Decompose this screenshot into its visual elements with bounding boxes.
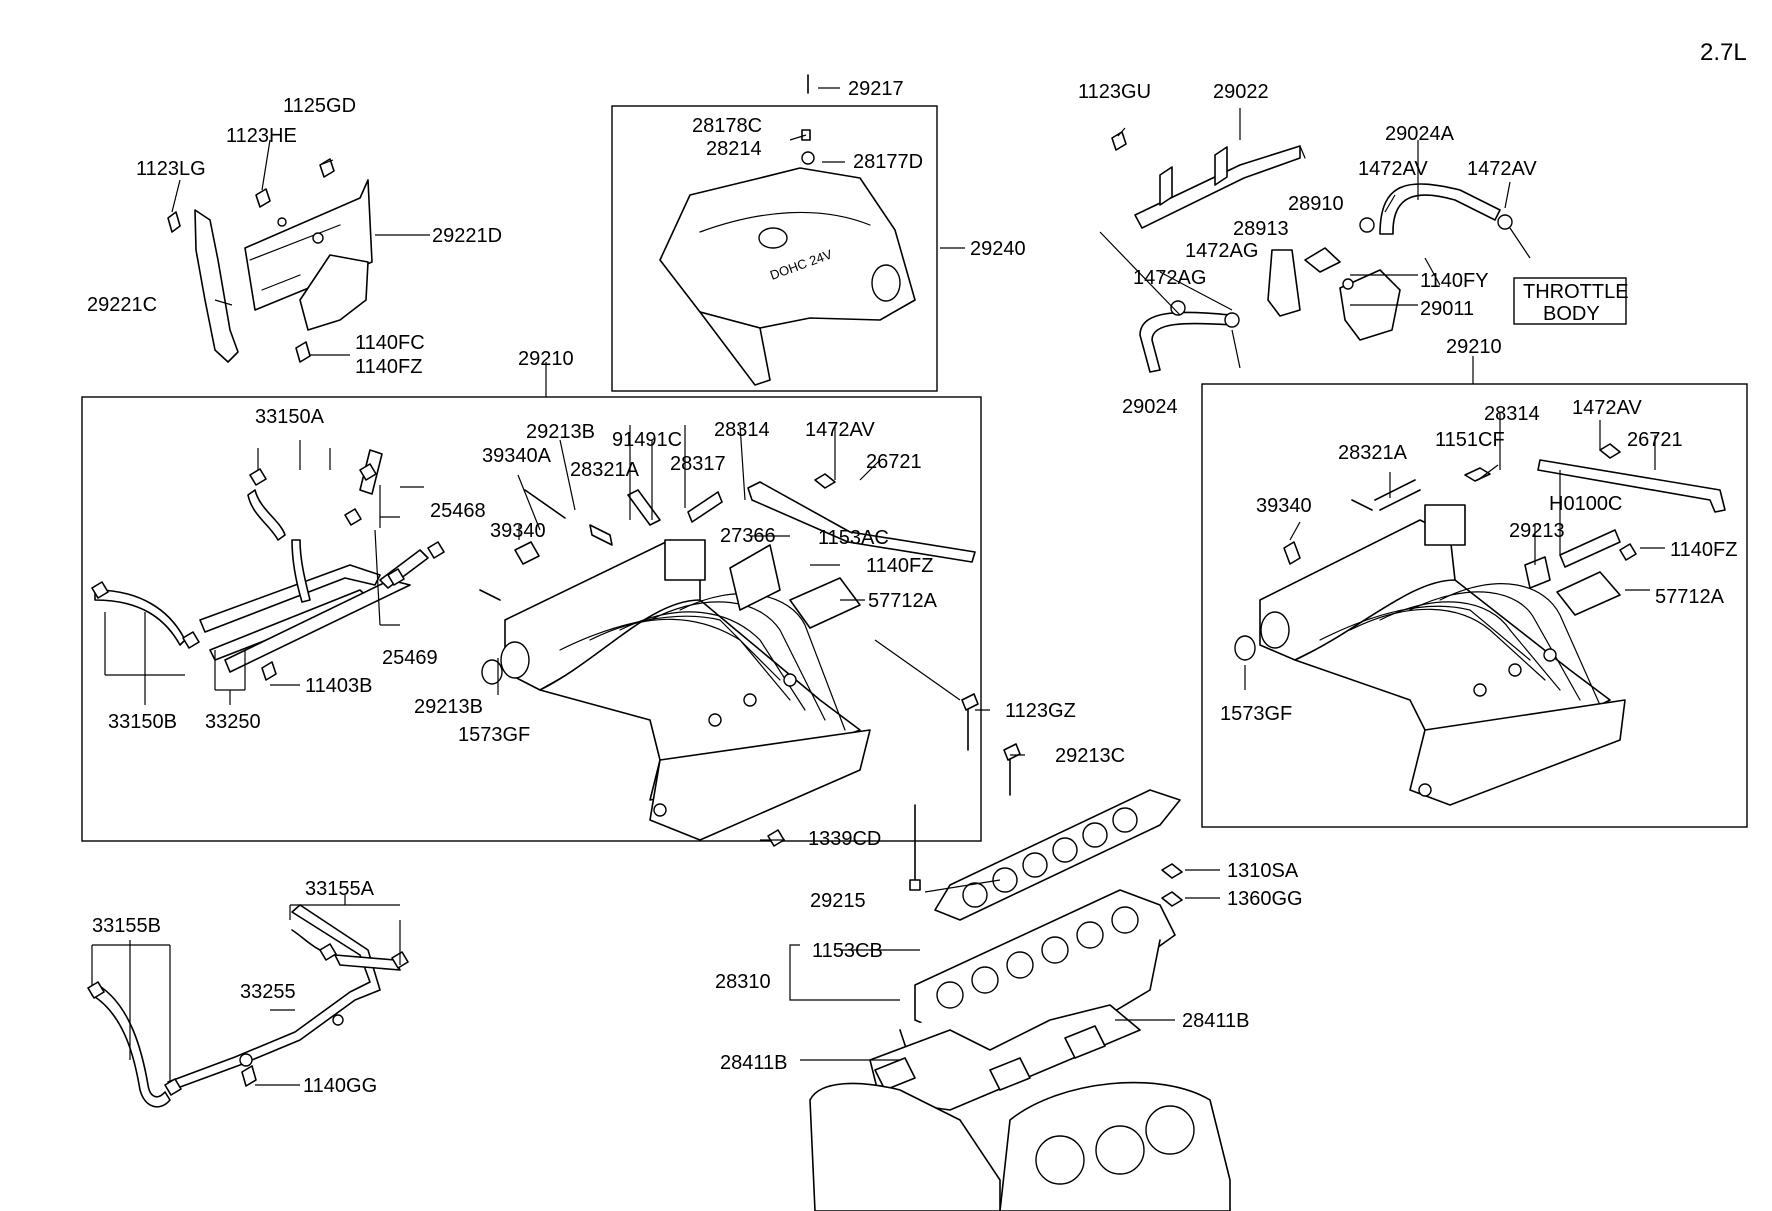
part-label: 1472AV xyxy=(1467,158,1537,180)
part-label: 28314 xyxy=(714,419,770,441)
part-label: 91491C xyxy=(612,429,682,451)
part-label: 29213B xyxy=(526,421,595,443)
throttle-body-line2: BODY xyxy=(1543,303,1600,325)
part-label: 29215 xyxy=(810,890,866,912)
part-label: 39340 xyxy=(490,520,546,542)
engine-cover-box xyxy=(611,105,938,392)
part-label: 57712A xyxy=(868,590,938,612)
part-label: 1472AV xyxy=(805,419,875,441)
part-label: 29024A xyxy=(1385,123,1455,145)
part-label: 1472AG xyxy=(1185,240,1258,262)
part-label: 57712A xyxy=(1655,586,1725,608)
box-label-engine-cover: 29240 xyxy=(970,238,1026,260)
part-label: 1140FY xyxy=(1420,270,1489,292)
part-label: 33150B xyxy=(108,711,177,733)
part-label: 27366 xyxy=(720,525,776,547)
lower-manifold-assembly xyxy=(809,789,1231,1211)
engine-size-label: 2.7L xyxy=(1700,39,1747,66)
part-label: 28314 xyxy=(1484,403,1540,425)
part-label: 29213 xyxy=(1509,520,1565,542)
part-label: 1140FZ xyxy=(1670,539,1737,561)
part-label: 1151CF xyxy=(1435,429,1505,451)
part-label: 33255 xyxy=(240,981,296,1003)
part-label: 28913 xyxy=(1233,218,1289,240)
part-label: 1140GG xyxy=(303,1075,377,1097)
part-label: 28310 xyxy=(715,971,771,993)
part-label: 26721 xyxy=(1627,429,1683,451)
part-label: 28321A xyxy=(1338,442,1408,464)
part-label: 1472AV xyxy=(1572,397,1642,419)
part-label: 1339CD xyxy=(808,828,881,850)
part-label: 29213B xyxy=(414,696,483,718)
part-label: 1153AC xyxy=(818,527,889,549)
part-label: 1310SA xyxy=(1227,860,1299,882)
part-label: 1123GZ xyxy=(1005,700,1076,722)
part-label: 28411B xyxy=(1182,1010,1249,1032)
part-label: 39340A xyxy=(482,445,552,467)
part-label: 26721 xyxy=(866,451,922,473)
part-label: 33155A xyxy=(305,878,375,900)
part-label: 28411B xyxy=(720,1052,787,1074)
part-label: 25469 xyxy=(382,647,438,669)
part-label: 1140FZ xyxy=(866,555,933,577)
part-label: H0100C xyxy=(1549,493,1622,515)
part-label: 11403B xyxy=(305,675,372,697)
part-label: 33155B xyxy=(92,915,161,937)
part-label: 28910 xyxy=(1288,193,1344,215)
part-label: 33250 xyxy=(205,711,261,733)
part-label: 29213C xyxy=(1055,745,1125,767)
part-label: 28178C xyxy=(692,115,762,137)
intake-manifold-left xyxy=(500,539,871,841)
part-label: 29022 xyxy=(1213,81,1269,103)
part-label: 28321A xyxy=(570,459,640,481)
part-label: 1153CB xyxy=(812,940,883,962)
intake-manifold-box-right xyxy=(1201,383,1748,828)
throttle-body-line1: THROTTLE xyxy=(1523,281,1629,303)
part-label: 1573GF xyxy=(1220,703,1292,725)
part-label: 25468 xyxy=(430,500,486,522)
box-label-intake-manifold: 29210 xyxy=(518,348,574,370)
part-label: 1140FC xyxy=(355,332,425,354)
part-label: 1573GF xyxy=(458,724,530,746)
part-label: 1360GG xyxy=(1227,888,1303,910)
part-label: 1123LG xyxy=(136,158,206,180)
part-label: 29217 xyxy=(848,78,904,100)
part-label: 28177D xyxy=(853,151,923,173)
part-label: 1125GD xyxy=(283,95,356,117)
part-label: 1472AG xyxy=(1133,267,1206,289)
part-label: 1123HE xyxy=(226,125,297,147)
throttle-body-box xyxy=(1513,277,1627,325)
part-label: 1123GU xyxy=(1078,81,1151,103)
hose-group-bottom xyxy=(87,904,409,1108)
intake-manifold-right xyxy=(1234,443,1726,806)
part-label: 29024 xyxy=(1122,396,1178,418)
intake-manifold-box-left xyxy=(81,396,982,842)
part-label: 29011 xyxy=(1420,298,1474,320)
bracket-assembly xyxy=(167,158,373,363)
part-label: 29221D xyxy=(432,225,502,247)
part-label: 33150A xyxy=(255,406,325,428)
callout-labels: 2.7L 29210 29210 29240 THROTTLE BODY 112… xyxy=(87,39,1747,1097)
box-label-intake-manifold-right: 29210 xyxy=(1446,336,1502,358)
part-label: 28317 xyxy=(670,453,726,475)
part-label: 1140FZ xyxy=(355,356,422,378)
engine-cover: DOHC 24V xyxy=(659,74,916,386)
part-label: 28214 xyxy=(706,138,762,160)
part-label: 39340 xyxy=(1256,495,1312,517)
part-label: 1472AV xyxy=(1358,158,1428,180)
part-label: 29221C xyxy=(87,294,157,316)
hose-group-left xyxy=(91,449,445,681)
throttle-assembly xyxy=(1111,131,1513,373)
